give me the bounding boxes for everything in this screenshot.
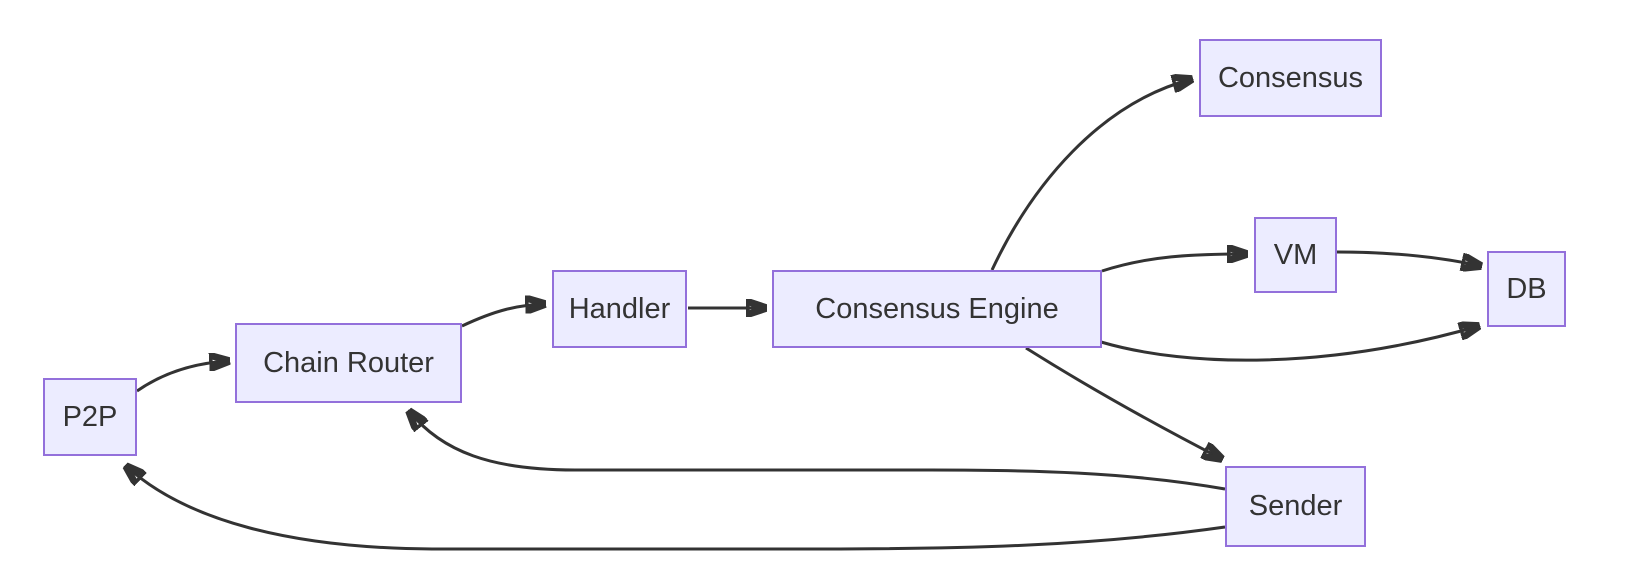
node-consensus-engine: Consensus Engine xyxy=(772,270,1102,348)
node-vm: VM xyxy=(1254,217,1337,293)
node-p2p: P2P xyxy=(43,378,137,456)
node-db-label: DB xyxy=(1506,272,1547,305)
edge-chain-router-to-handler xyxy=(461,304,545,328)
edge-consensus-engine-to-consensus xyxy=(990,79,1192,271)
edge-consensus-engine-to-db xyxy=(1100,326,1479,362)
edge-consensus-engine-to-vm xyxy=(1101,254,1247,273)
node-p2p-label: P2P xyxy=(62,400,118,433)
node-sender: Sender xyxy=(1225,466,1366,547)
node-chain-router: Chain Router xyxy=(235,323,462,403)
node-consensus-engine-label: Consensus Engine xyxy=(815,292,1059,325)
node-consensus: Consensus xyxy=(1199,39,1382,117)
node-db: DB xyxy=(1487,251,1566,327)
node-consensus-label: Consensus xyxy=(1217,61,1364,94)
node-handler-label: Handler xyxy=(568,292,671,325)
edge-sender-to-chain-router xyxy=(409,411,1226,491)
edge-sender-to-p2p xyxy=(126,466,1226,551)
edge-vm-to-db xyxy=(1336,250,1481,266)
node-chain-router-label: Chain Router xyxy=(263,346,434,379)
node-sender-label: Sender xyxy=(1248,490,1343,522)
edge-p2p-to-chain-router xyxy=(136,361,229,393)
node-vm-label: VM xyxy=(1273,238,1318,271)
node-handler: Handler xyxy=(552,270,687,348)
edge-consensus-engine-to-sender xyxy=(1025,346,1222,459)
